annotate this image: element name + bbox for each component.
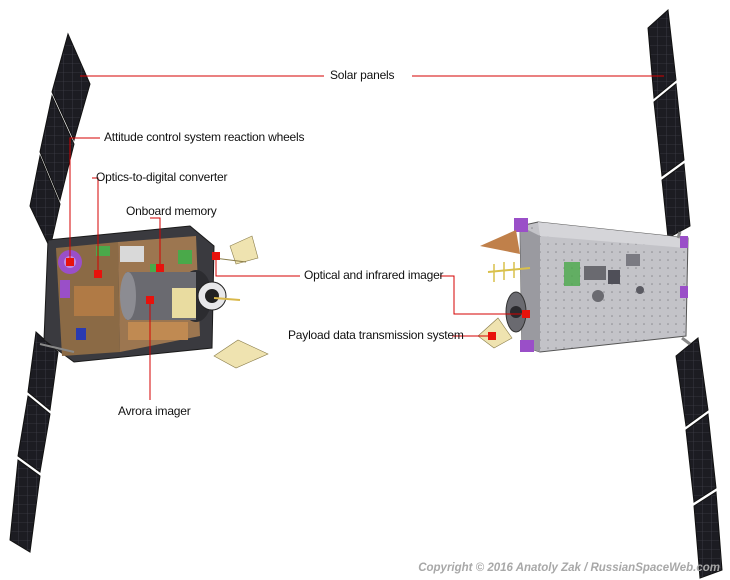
marker-reaction-wheels	[66, 258, 74, 266]
marker-avrora	[146, 296, 154, 304]
leader-optical-ir-left	[216, 256, 300, 276]
marker-optical-ir-right	[522, 310, 530, 318]
label-solar-panels: Solar panels	[330, 68, 394, 82]
marker-payload-data	[488, 332, 496, 340]
label-reaction-wheels: Attitude control system reaction wheels	[104, 130, 304, 144]
marker-optical-ir-left	[212, 252, 220, 260]
marker-onboard-memory	[156, 264, 164, 272]
copyright-text: Copyright © 2016 Anatoly Zak / RussianSp…	[418, 562, 720, 574]
label-payload-data: Payload data transmission system	[288, 328, 464, 342]
left-lower-solar-array	[10, 332, 58, 552]
left-spacecraft	[10, 34, 268, 552]
right-upper-solar-array	[648, 10, 690, 238]
marker-optics-converter	[94, 270, 102, 278]
left-upper-solar-array	[30, 34, 90, 248]
right-lower-solar-array	[676, 338, 722, 578]
label-optical-ir-imager: Optical and infrared imager	[304, 268, 443, 282]
label-optics-converter: Optics-to-digital converter	[96, 170, 227, 184]
label-avrora-imager: Avrora imager	[118, 404, 191, 418]
label-onboard-memory: Onboard memory	[126, 204, 217, 218]
right-spacecraft	[478, 10, 722, 578]
